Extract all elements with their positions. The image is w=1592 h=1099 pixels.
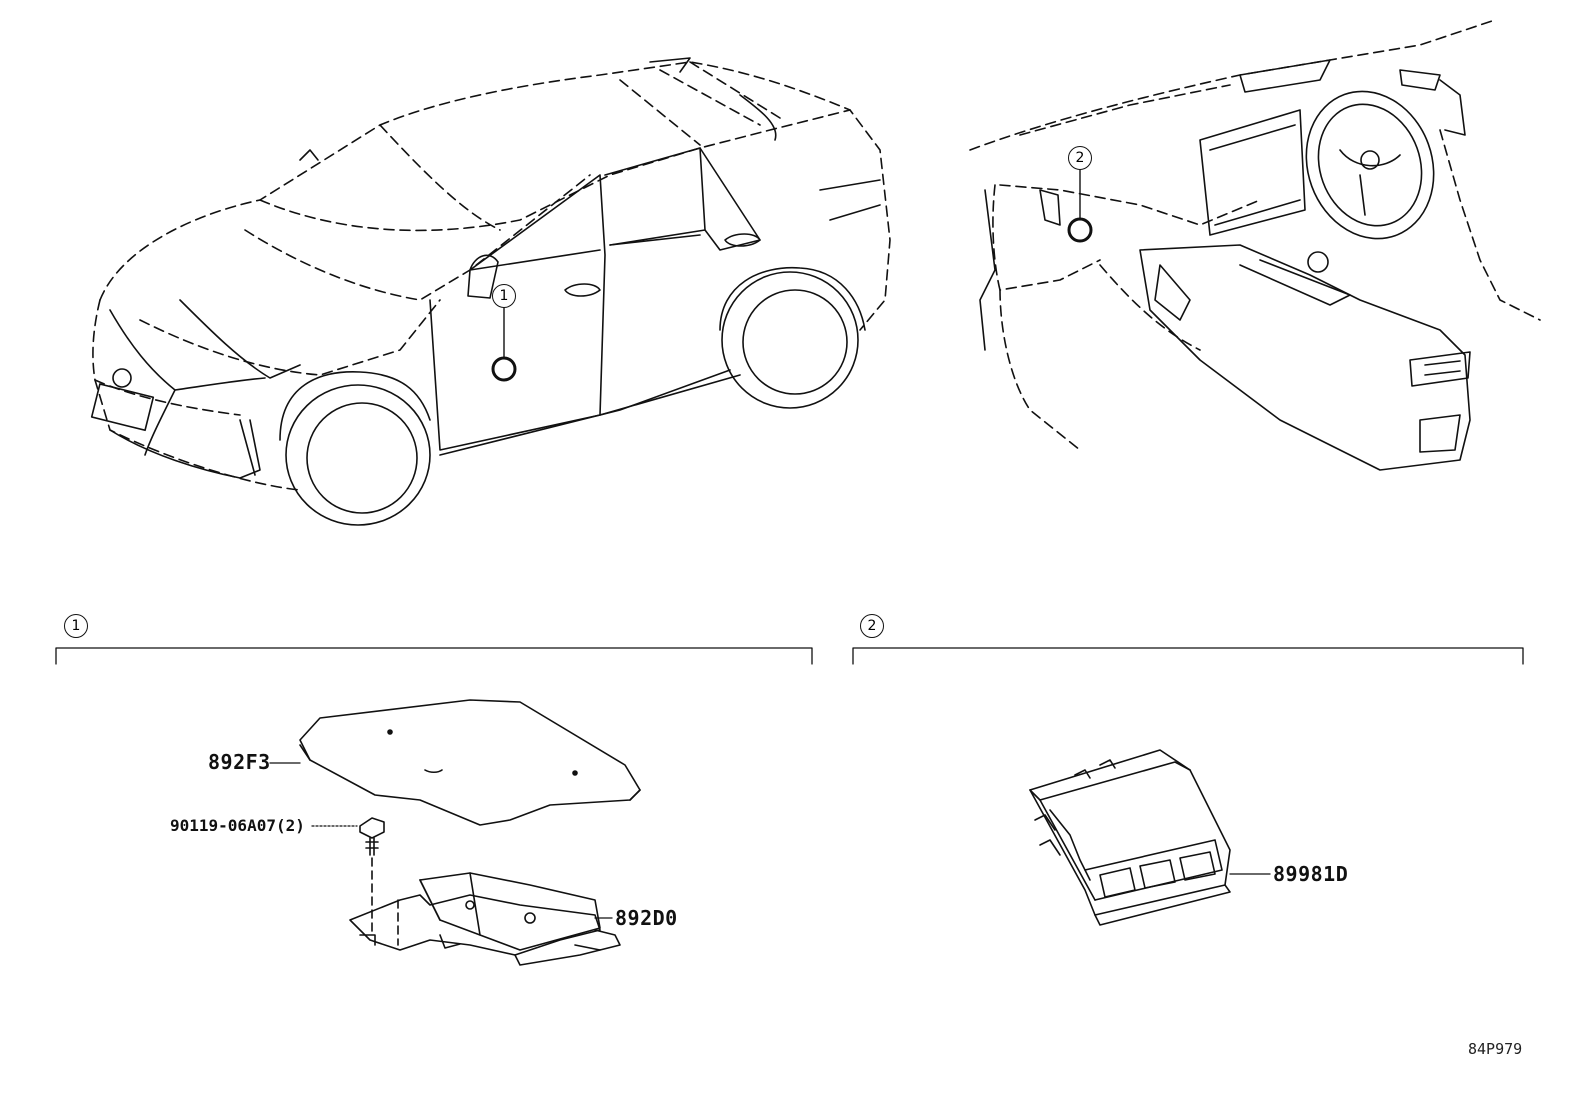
section-marker-1: 1 (64, 614, 88, 638)
dash-ecu-location-marker (1067, 217, 1093, 243)
section-1-bracket (55, 647, 813, 665)
callout-marker-2: 2 (1068, 146, 1092, 170)
diagram-reference-code: 84P979 (1468, 1040, 1523, 1058)
part-label-892D0: 892D0 (615, 906, 678, 930)
part-892F3-drawing (299, 699, 641, 826)
section-2-bracket (852, 647, 1524, 665)
bolt-drawing (359, 817, 385, 936)
part-89981D-drawing (1029, 749, 1231, 926)
part-892D0-drawing (349, 872, 621, 966)
dashboard-illustration (969, 19, 1541, 471)
vehicle-illustration (90, 57, 891, 526)
part-label-bolt: 90119-06A07(2) (170, 816, 305, 835)
door-ecu-location-marker (491, 356, 517, 382)
section-marker-2: 2 (860, 614, 884, 638)
callout-marker-1: 1 (492, 284, 516, 308)
part-label-89981D: 89981D (1273, 862, 1349, 886)
part-label-892F3: 892F3 (208, 750, 271, 774)
